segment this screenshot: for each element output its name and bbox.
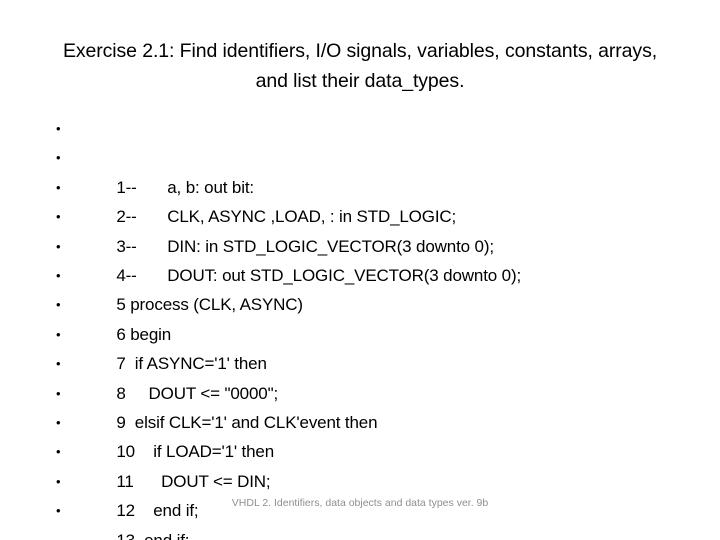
list-item-text: 7 if ASYNC='1' then xyxy=(116,354,267,374)
list-item-text: 8 DOUT <= "0000"; xyxy=(116,383,279,403)
bullet-point-icon: • xyxy=(56,238,61,254)
list-item: • 10 if LOAD='1' then xyxy=(56,379,676,462)
bullet-point-icon: • xyxy=(56,179,61,195)
bullet-point-icon: • xyxy=(56,473,61,489)
list-item: • 8 DOUT <= "0000"; xyxy=(56,320,676,403)
list-item-text: 9 elsif CLK='1' and CLK'event then xyxy=(116,412,378,432)
list-item: • 7 if ASYNC='1' then xyxy=(56,290,676,373)
list-item-text: 6 begin xyxy=(116,324,172,344)
list-item-text: 13 end if; xyxy=(116,530,190,540)
bullet-point-icon: • xyxy=(56,503,61,519)
bullet-point-icon: • xyxy=(56,414,61,430)
list-item: • 4-- DOUT: out STD_LOGIC_VECTOR(3 downt… xyxy=(56,202,676,285)
bullet-list: • 1-- a, b: out bit: • 2-- CLK, ASYNC ,L… xyxy=(56,114,676,540)
list-item-text: 12 end if; xyxy=(116,501,199,521)
list-item: • 6 begin xyxy=(56,261,676,344)
bullet-point-icon: • xyxy=(56,356,61,372)
list-item: • 12 end if; xyxy=(56,437,676,520)
bullet-point-icon: • xyxy=(56,150,61,166)
bullet-point-icon: • xyxy=(56,209,61,225)
slide-footer: VHDL 2. Identifiers, data objects and da… xyxy=(231,497,489,509)
bullet-point-icon: • xyxy=(56,121,61,136)
list-item-text: 5 process (CLK, ASYNC) xyxy=(116,295,303,315)
list-item-text: 2-- CLK, ASYNC ,LOAD, : in STD_LOGIC; xyxy=(116,207,457,227)
list-item: • 2-- CLK, ASYNC ,LOAD, : in STD_LOGIC; xyxy=(56,143,676,226)
list-item: • 3-- DIN: in STD_LOGIC_VECTOR(3 downto … xyxy=(56,173,676,256)
bullet-point-icon: • xyxy=(56,385,61,401)
list-item-text: 1-- a, b: out bit: xyxy=(116,177,254,197)
bullet-point-icon: • xyxy=(56,267,61,283)
list-item: • 1-- a, b: out bit: xyxy=(56,114,676,197)
list-item: • 5 process (CLK, ASYNC) xyxy=(56,232,676,315)
list-item-text: 11 DOUT <= DIN; xyxy=(116,471,271,491)
list-item: • 11 DOUT <= DIN; xyxy=(56,408,676,491)
list-item-text: 4-- DOUT: out STD_LOGIC_VECTOR(3 downto … xyxy=(116,265,522,285)
list-item: • 14 end process xyxy=(56,496,676,525)
bullet-point-icon: • xyxy=(56,326,61,342)
list-item: • 13 end if; xyxy=(56,467,676,540)
page-title: Exercise 2.1: Find identifiers, I/O sign… xyxy=(62,40,658,92)
list-item-text: 3-- DIN: in STD_LOGIC_VECTOR(3 downto 0)… xyxy=(116,236,494,256)
bullet-point-icon: • xyxy=(56,297,61,313)
list-item: • 9 elsif CLK='1' and CLK'event then xyxy=(56,349,676,432)
bullet-point-icon: • xyxy=(56,444,61,460)
list-item-text: 10 if LOAD='1' then xyxy=(116,442,275,462)
